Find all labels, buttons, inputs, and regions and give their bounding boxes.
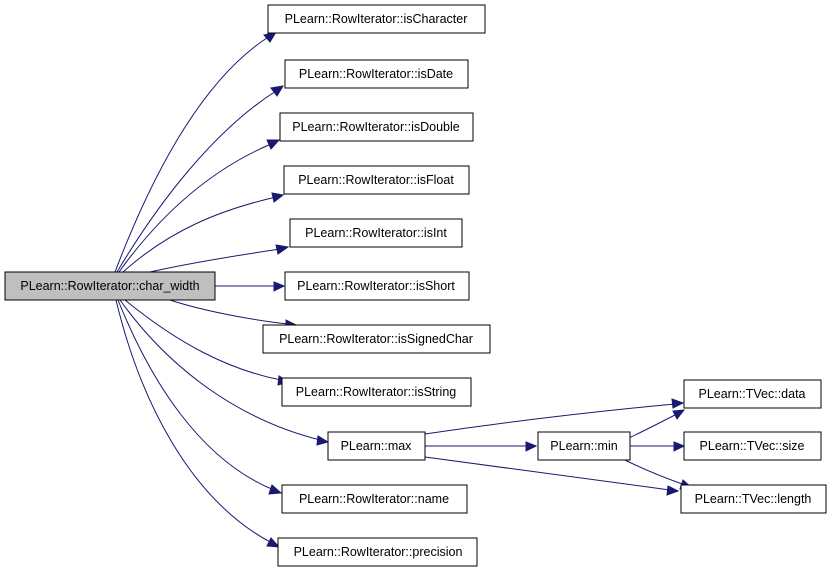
node-tvec-length[interactable]: PLearn::TVec::length	[680, 484, 827, 514]
node-is-double[interactable]: PLearn::RowIterator::isDouble	[279, 112, 474, 142]
node-is-signed-char[interactable]: PLearn::RowIterator::isSignedChar	[262, 324, 491, 354]
node-is-string[interactable]: PLearn::RowIterator::isString	[281, 377, 472, 407]
node-is-date[interactable]: PLearn::RowIterator::isDate	[284, 59, 469, 89]
edge-char-width-to-is-double	[118, 139, 281, 273]
edge-min-to-data	[628, 409, 686, 439]
svg-text:PLearn::RowIterator::isFloat: PLearn::RowIterator::isFloat	[298, 173, 454, 187]
edge-char-width-to-name	[117, 299, 283, 495]
edge-max-to-length	[424, 456, 680, 496]
svg-text:PLearn::RowIterator::precision: PLearn::RowIterator::precision	[294, 545, 463, 559]
svg-text:PLearn::max: PLearn::max	[341, 439, 413, 453]
edge-char-width-to-max	[119, 299, 330, 446]
node-tvec-data[interactable]: PLearn::TVec::data	[683, 379, 822, 409]
svg-text:PLearn::RowIterator::isShort: PLearn::RowIterator::isShort	[297, 279, 455, 293]
node-is-float[interactable]: PLearn::RowIterator::isFloat	[283, 165, 470, 195]
svg-text:PLearn::RowIterator::char_widt: PLearn::RowIterator::char_width	[20, 279, 199, 293]
edge-char-width-to-is-short	[215, 281, 286, 292]
edge-char-width-to-is-int	[149, 244, 290, 273]
edge-char-width-to-is-float	[122, 192, 285, 273]
node-is-short[interactable]: PLearn::RowIterator::isShort	[284, 271, 470, 301]
edge-char-width-to-precision	[115, 299, 281, 548]
edge-max-to-data	[424, 398, 685, 435]
node-char-width[interactable]: PLearn::RowIterator::char_width	[4, 271, 216, 301]
edge-max-to-min	[425, 441, 538, 452]
node-name[interactable]: PLearn::RowIterator::name	[281, 484, 468, 514]
node-precision[interactable]: PLearn::RowIterator::precision	[277, 537, 478, 567]
svg-text:PLearn::TVec::length: PLearn::TVec::length	[695, 492, 812, 506]
svg-text:PLearn::RowIterator::isString: PLearn::RowIterator::isString	[296, 385, 457, 399]
edge-min-to-size	[630, 441, 686, 452]
svg-text:PLearn::min: PLearn::min	[550, 439, 617, 453]
node-tvec-size[interactable]: PLearn::TVec::size	[683, 431, 822, 461]
svg-text:PLearn::RowIterator::isCharact: PLearn::RowIterator::isCharacter	[285, 12, 468, 26]
svg-text:PLearn::TVec::data: PLearn::TVec::data	[698, 387, 805, 401]
svg-text:PLearn::RowIterator::name: PLearn::RowIterator::name	[299, 492, 449, 506]
svg-text:PLearn::RowIterator::isDouble: PLearn::RowIterator::isDouble	[292, 120, 459, 134]
svg-text:PLearn::RowIterator::isSignedC: PLearn::RowIterator::isSignedChar	[279, 332, 473, 346]
node-is-character[interactable]: PLearn::RowIterator::isCharacter	[267, 4, 486, 34]
svg-text:PLearn::RowIterator::isDate: PLearn::RowIterator::isDate	[299, 67, 453, 81]
node-max[interactable]: PLearn::max	[327, 431, 426, 461]
edge-char-width-to-is-date	[116, 85, 284, 273]
node-min[interactable]: PLearn::min	[537, 431, 631, 461]
svg-text:PLearn::TVec::size: PLearn::TVec::size	[700, 439, 805, 453]
node-is-int[interactable]: PLearn::RowIterator::isInt	[289, 218, 463, 248]
svg-text:PLearn::RowIterator::isInt: PLearn::RowIterator::isInt	[305, 226, 447, 240]
